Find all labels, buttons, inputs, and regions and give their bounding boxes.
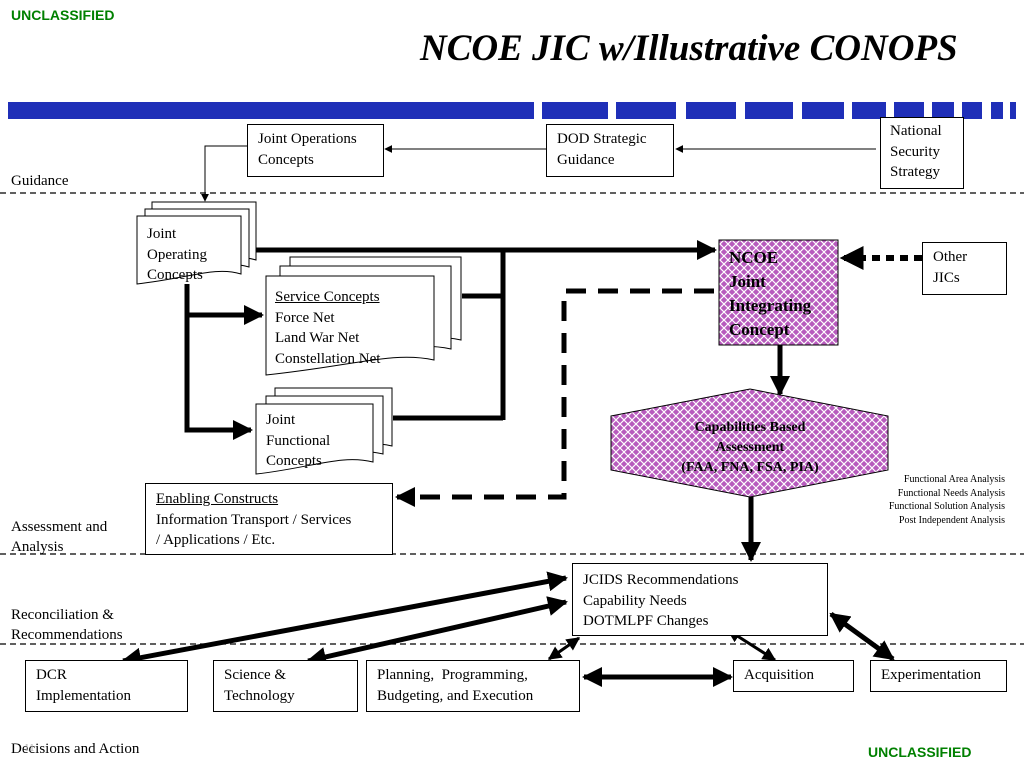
classification-bottom: UNCLASSIFIED: [868, 744, 972, 760]
lane-label-decisions: Decisions and Action: [11, 741, 140, 757]
cba-hexagon-fill: [610, 388, 889, 498]
classification-top: UNCLASSIFIED: [11, 7, 115, 23]
capabilities-based-assessment: Capabilities Based Assessment (FAA, FNA,…: [681, 420, 819, 475]
page-number: 11: [24, 742, 35, 754]
title-banner: [8, 102, 1016, 119]
arrow-to-jfc: [184, 284, 253, 440]
lane-label-reconciliation: Reconciliation & Recommendations: [11, 607, 123, 643]
experimentation-box: Experimentation: [870, 660, 1007, 692]
science-technology-box: Science & Technology: [213, 660, 358, 712]
enabling-constructs-heading: Enabling Constructs: [156, 491, 279, 507]
joint-operating-concepts-text: Joint Operating Concepts: [147, 226, 207, 283]
lane-label-guidance: Guidance: [11, 173, 69, 189]
ppbe-box: Planning, Programming, Budgeting, and Ex…: [366, 660, 580, 712]
arrow-jcids-st: [306, 596, 568, 667]
service-concepts-doc: [265, 256, 462, 376]
other-jics-box: Other JICs: [922, 242, 1007, 295]
joint-functional-concepts-text: Joint Functional Concepts: [266, 412, 331, 469]
analysis-notes: Functional Area Analysis Functional Need…: [888, 474, 1005, 526]
dcr-implementation-box: DCR Implementation: [25, 660, 188, 712]
lane-label-assessment: Assessment and Analysis: [11, 519, 108, 555]
dod-strategic-guidance-box: DOD Strategic Guidance: [546, 124, 674, 177]
national-security-strategy-box: National Security Strategy: [880, 117, 964, 189]
joint-operating-concepts-doc: [136, 201, 257, 285]
service-concepts-heading: Service Concepts: [275, 289, 380, 305]
acquisition-box: Acquisition: [733, 660, 854, 692]
ncoe-box-fill: [718, 239, 839, 346]
enabling-constructs-box: Enabling Constructs Information Transpor…: [145, 483, 393, 555]
dashed-ncoe-to-enabling: [395, 288, 714, 507]
joint-operations-concepts-box: Joint Operations Concepts: [247, 124, 384, 177]
arrow-jcids-ppbe: [547, 636, 581, 661]
page-title: NCOE JIC w/Illustrative CONOPS: [420, 28, 958, 69]
service-concepts-text: Service Concepts Force Net Land War Net …: [275, 289, 381, 367]
ncoe-jic-box: NCOE Joint Integrating Concept: [729, 248, 812, 339]
arrow-joc-to-jopc: [201, 145, 247, 202]
arrow-jcids-experimentation: [829, 611, 895, 662]
jcids-recommendations-box: JCIDS Recommendations Capability Needs D…: [572, 563, 828, 636]
joint-functional-concepts-doc: [255, 387, 393, 475]
